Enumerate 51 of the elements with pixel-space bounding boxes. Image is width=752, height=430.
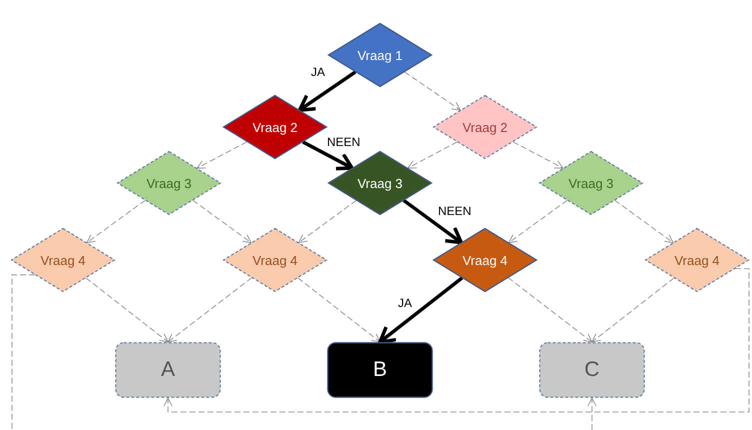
decision-diamond bbox=[433, 228, 537, 292]
decision-diamond bbox=[539, 151, 643, 215]
arrow bbox=[298, 278, 380, 342]
decision-diamond bbox=[11, 228, 115, 292]
decision-diamond bbox=[645, 228, 749, 292]
arrow bbox=[192, 200, 252, 244]
decision-diamond bbox=[223, 95, 327, 159]
node-label: Vraag 3 bbox=[145, 174, 193, 192]
edge-label: JA bbox=[310, 65, 326, 79]
arrow bbox=[164, 268, 750, 412]
node-label: Vraag 2 bbox=[251, 118, 299, 136]
decision-diamond bbox=[433, 95, 537, 159]
node-label: C bbox=[584, 358, 600, 382]
node-label: Vraag 4 bbox=[39, 252, 87, 268]
edge-label: NEEN bbox=[326, 135, 362, 149]
arrow bbox=[196, 141, 248, 169]
outcome-box bbox=[539, 342, 645, 398]
arrow bbox=[86, 278, 168, 342]
arrow bbox=[402, 198, 464, 244]
node-label: B bbox=[372, 358, 387, 382]
arrow bbox=[512, 141, 564, 169]
arrow bbox=[508, 200, 568, 244]
outcome-box bbox=[115, 342, 221, 398]
outcome-box bbox=[327, 342, 433, 398]
node-label: Vraag 4 bbox=[251, 252, 299, 268]
decision-diamond bbox=[328, 151, 432, 215]
arrow bbox=[614, 200, 674, 244]
node-label: Vraag 1 bbox=[356, 46, 404, 64]
decision-diamond bbox=[328, 23, 432, 87]
arrow bbox=[404, 72, 461, 110]
node-label: Vraag 4 bbox=[673, 252, 721, 268]
connector-line bbox=[12, 274, 36, 430]
arrow bbox=[592, 278, 674, 342]
arrow bbox=[168, 277, 252, 342]
arrow bbox=[508, 277, 592, 342]
arrow bbox=[298, 70, 356, 112]
arrow bbox=[588, 398, 596, 430]
arrow bbox=[298, 200, 357, 243]
arrow bbox=[378, 276, 464, 344]
node-label: Vraag 2 bbox=[461, 118, 509, 136]
node-label: Vraag 3 bbox=[356, 174, 404, 192]
decision-diamond bbox=[117, 151, 221, 215]
decision-diamond bbox=[223, 228, 327, 292]
node-label: Vraag 3 bbox=[567, 174, 615, 192]
arrow bbox=[86, 200, 146, 244]
edge-label: NEEN bbox=[437, 204, 472, 218]
node-label: A bbox=[160, 358, 175, 382]
arrow bbox=[302, 140, 354, 170]
edge-label: JA bbox=[397, 296, 414, 310]
node-label: Vraag 4 bbox=[461, 252, 509, 268]
arrow bbox=[408, 142, 458, 168]
